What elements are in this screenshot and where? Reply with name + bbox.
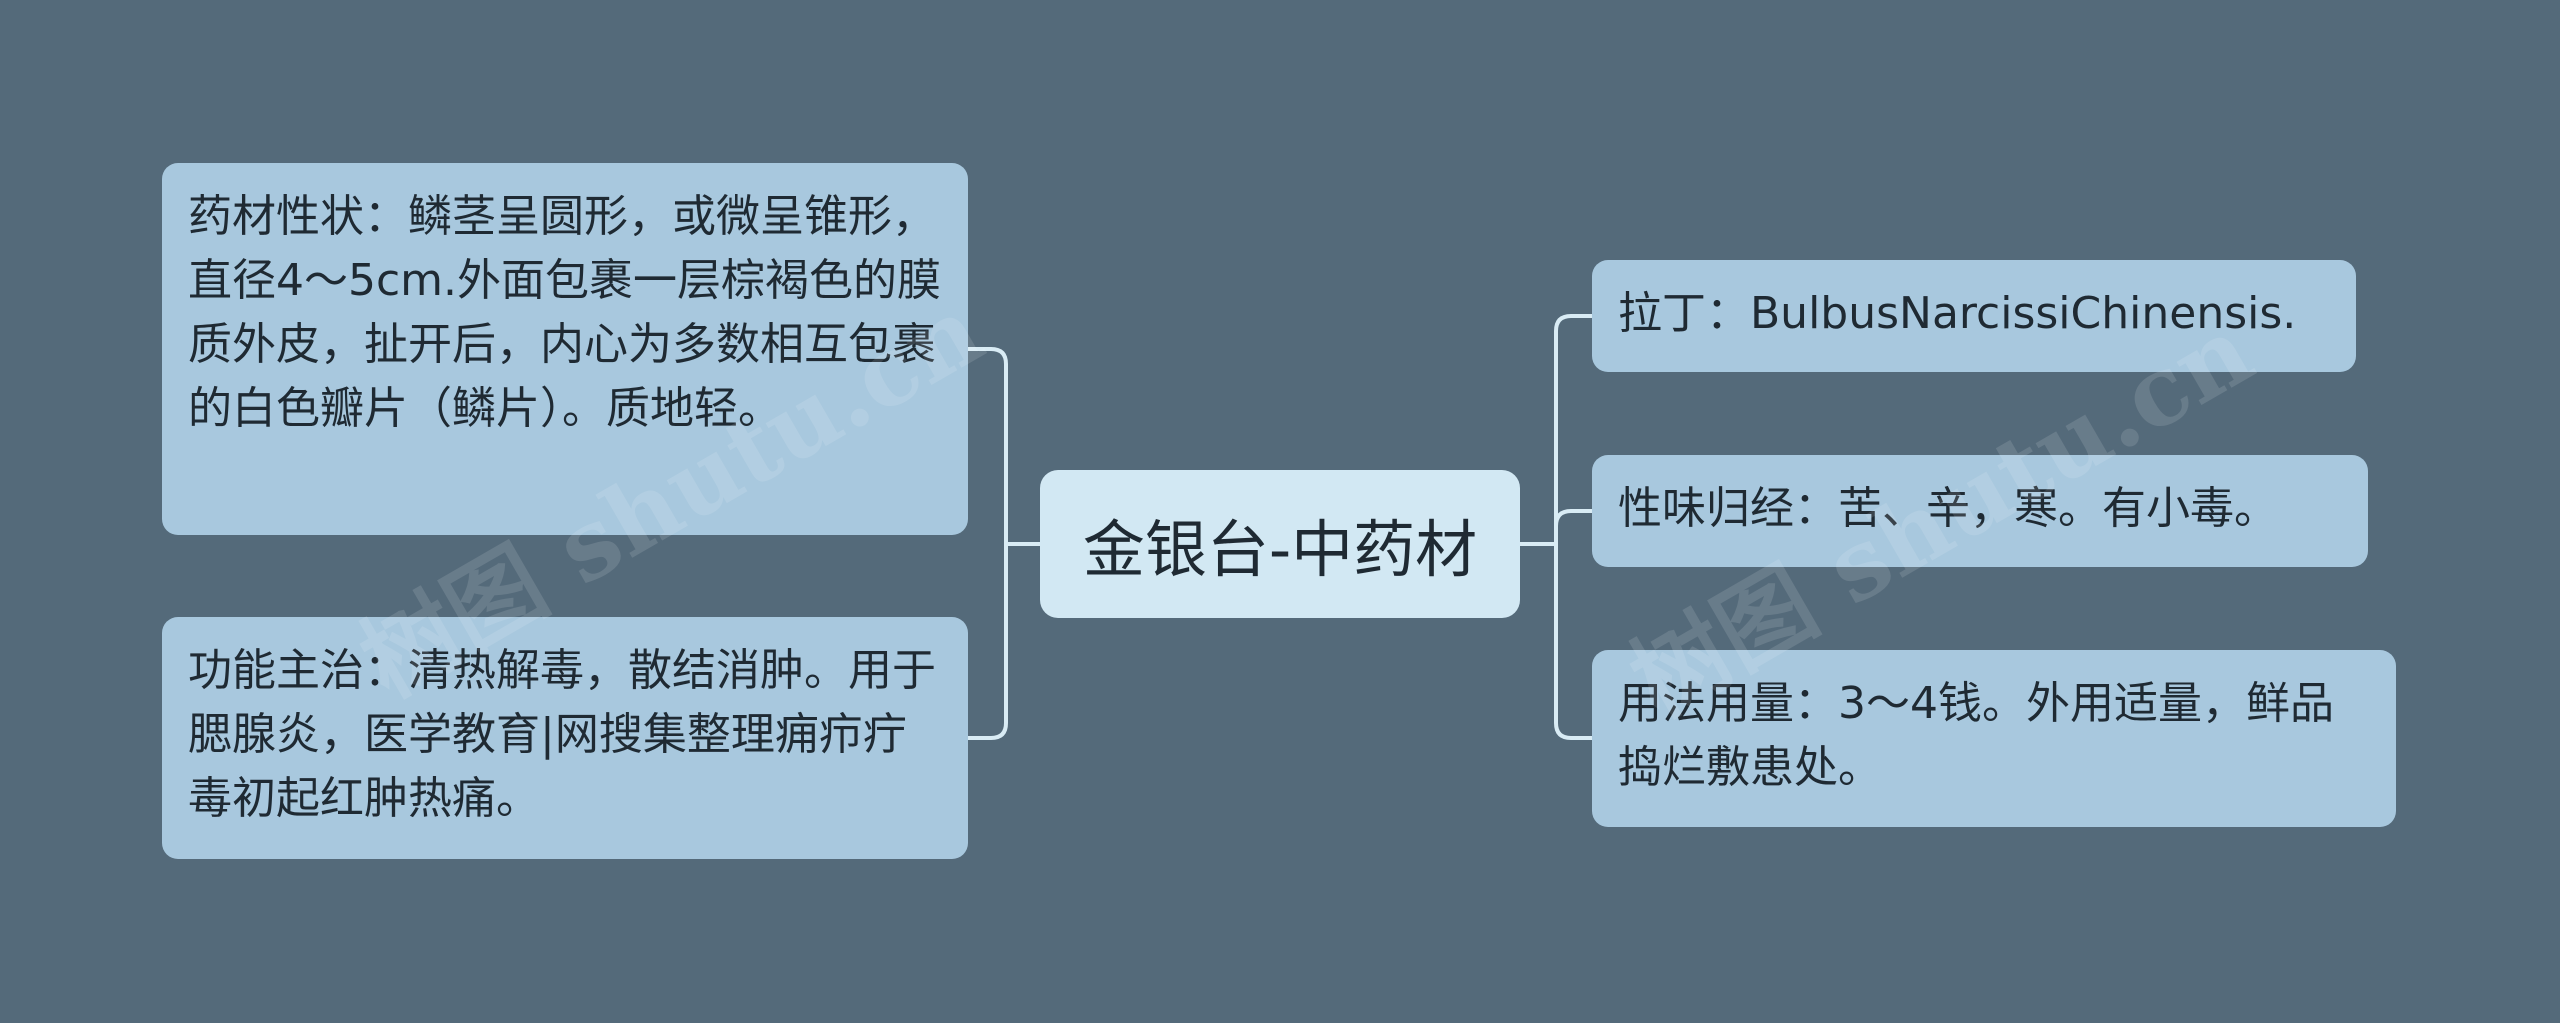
- node-latin-name[interactable]: 拉丁：BulbusNarcissiChinensis.: [1592, 260, 2356, 372]
- node-usage-dosage[interactable]: 用法用量：3～4钱。外用适量，鲜品捣烂敷患处。: [1592, 650, 2396, 827]
- node-nature-meridian[interactable]: 性味归经：苦、辛，寒。有小毒。: [1592, 455, 2368, 567]
- node-functions-indications[interactable]: 功能主治：清热解毒，散结消肿。用于腮腺炎，医学教育|网搜集整理痈疖疔毒初起红肿热…: [162, 617, 968, 859]
- connector-left-2: [966, 542, 1008, 740]
- connector-left-1: [966, 347, 1008, 546]
- center-title-text: 金银台-中药材: [1082, 513, 1478, 586]
- connector-right-1: [1554, 314, 1594, 546]
- connector-right-2: [1554, 509, 1594, 546]
- connector-right-3: [1554, 542, 1594, 740]
- center-node-title[interactable]: 金银台-中药材: [1040, 470, 1520, 618]
- node-medicinal-properties[interactable]: 药材性状：鳞茎呈圆形，或微呈锥形，直径4～5cm.外面包裹一层棕褐色的膜质外皮，…: [162, 163, 968, 535]
